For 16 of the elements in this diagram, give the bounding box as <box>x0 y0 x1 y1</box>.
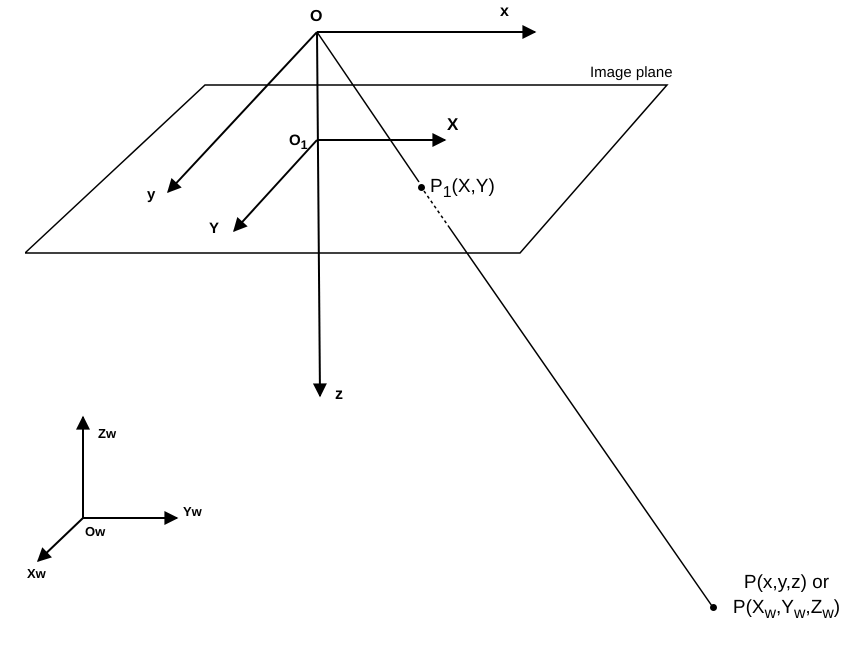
axis-label: Y <box>209 220 220 237</box>
plane-label: Image plane <box>590 63 673 83</box>
origin-label: O <box>310 8 322 25</box>
axis-label: z <box>335 386 343 403</box>
axis-label: Yw <box>183 503 202 520</box>
axis-label: O$_{1}$ <box>289 132 308 154</box>
projection-line <box>423 190 713 606</box>
axis-label: x <box>500 3 509 20</box>
axis-label: X <box>447 116 458 133</box>
point-label: P$_{1}$(X,Y) <box>430 176 495 203</box>
axis-label: Ow <box>85 523 106 540</box>
axis-label: Zw <box>98 425 116 442</box>
axis-label: y <box>147 186 156 203</box>
projection-line <box>316 32 420 182</box>
point-label: P(x,y,z) or P(X$_{w}$,Y$_{w}$,Z$_{w}$) <box>732 571 842 624</box>
axis-label: Xw <box>27 565 46 582</box>
